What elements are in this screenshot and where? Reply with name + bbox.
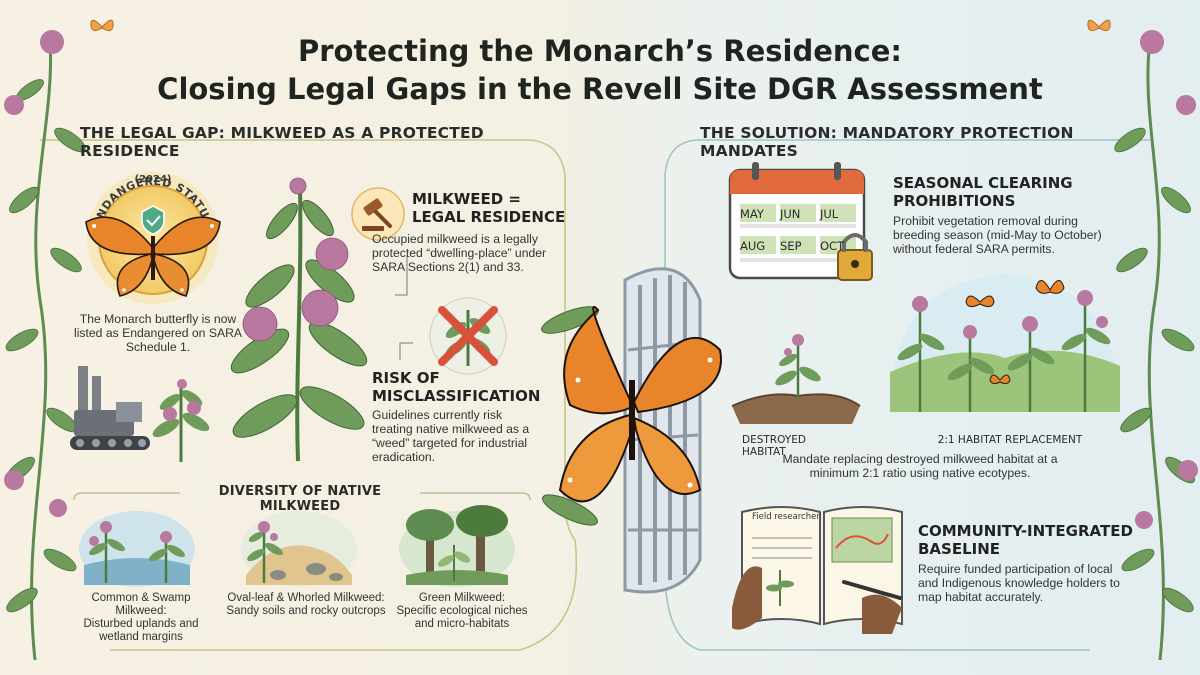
milkweed-plant-illustration xyxy=(230,177,368,462)
forest-scene xyxy=(399,505,515,587)
risk-heading: RISK OF MISCLASSIFICATION xyxy=(372,369,541,405)
monarch-caption: The Monarch butterfly is now listed as E… xyxy=(73,312,243,354)
wetland-scene xyxy=(79,511,195,587)
seasonal-heading: SEASONAL CLEARING PROHIBITIONS xyxy=(893,174,1073,210)
calendar-lock-icon xyxy=(728,162,873,281)
shield-check-icon xyxy=(141,205,165,235)
calendar-months-row2: AUG SEP OCT xyxy=(740,239,860,253)
solution-heading: THE SOLUTION: MANDATORY PROTECTION MANDA… xyxy=(700,124,1074,160)
notebook-label: Field researcher xyxy=(752,512,820,522)
right-vine-decoration xyxy=(1114,30,1198,661)
seasonal-body: Prohibit vegetation removal during breed… xyxy=(893,214,1102,256)
habitat-replacement-label: 2:1 HABITAT REPLACEMENT xyxy=(937,434,1083,446)
gate-and-monarch-illustration xyxy=(541,267,722,594)
legal-gap-heading: THE LEGAL GAP: MILKWEED AS A PROTECTED R… xyxy=(80,124,484,160)
diversity-item-oval-whorled: Oval-leaf & Whorled Milkweed: Sandy soil… xyxy=(226,592,386,617)
habitat-replacement-illustration xyxy=(890,274,1120,412)
crossed-plant-icon xyxy=(429,297,507,375)
page-title: Protecting the Monarch’s Residence: Clos… xyxy=(0,32,1200,108)
destroyed-habitat-label: DESTROYED HABITAT xyxy=(742,434,806,458)
small-butterfly-icon xyxy=(90,19,114,32)
residence-body: Occupied milkweed is a legally protected… xyxy=(372,232,547,274)
title-line-2: Closing Legal Gaps in the Revell Site DG… xyxy=(157,72,1043,106)
left-vine-decoration xyxy=(4,30,86,661)
field-notebook-illustration xyxy=(732,506,903,634)
month-sep: SEP xyxy=(780,239,802,253)
month-jun: JUN xyxy=(780,207,801,221)
destroyed-habitat-illustration xyxy=(731,334,861,424)
month-may: MAY xyxy=(740,207,764,221)
sandy-rocky-scene xyxy=(241,511,357,587)
diversity-item-green: Green Milkweed: Specific ecological nich… xyxy=(396,592,528,630)
community-heading: COMMUNITY-INTEGRATED BASELINE xyxy=(918,522,1133,558)
diversity-heading: DIVERSITY OF NATIVE MILKWEED xyxy=(218,484,382,514)
month-oct: OCT xyxy=(820,239,845,253)
habitat-body: Mandate replacing destroyed milkweed hab… xyxy=(782,452,1058,480)
risk-body: Guidelines currently risk treating nativ… xyxy=(372,408,530,464)
community-body: Require funded participation of local an… xyxy=(918,562,1120,604)
title-line-1: Protecting the Monarch’s Residence: xyxy=(297,34,902,68)
small-butterfly-icon xyxy=(1087,19,1111,32)
industrial-machine-illustration xyxy=(70,366,210,462)
gavel-icon xyxy=(351,187,405,241)
diversity-item-common-swamp: Common & Swamp Milkweed: Disturbed uplan… xyxy=(83,592,199,643)
badge-year: (2024) xyxy=(134,174,172,185)
month-aug: AUG xyxy=(740,239,766,253)
residence-heading: MILKWEED = LEGAL RESIDENCE xyxy=(412,190,566,226)
month-jul: JUL xyxy=(820,207,839,221)
calendar-months: MAY JUN JUL xyxy=(740,207,860,221)
